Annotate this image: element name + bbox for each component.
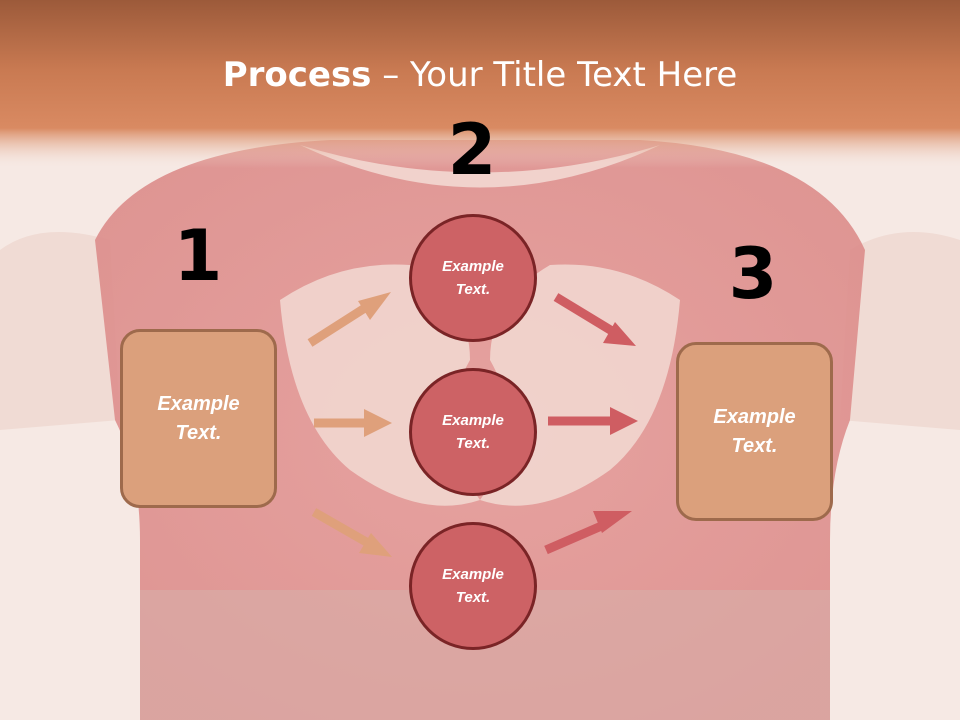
title-bold: Process — [222, 55, 372, 95]
arrow-left-lower — [311, 508, 392, 557]
arrow-left-middle — [314, 409, 392, 437]
step-number-2: 2 — [447, 109, 497, 191]
slide-title: Process – Your Title Text Here — [0, 50, 960, 100]
arrow-right-upper — [553, 293, 636, 346]
arrow-left-upper — [307, 292, 391, 347]
step-number-1: 1 — [173, 215, 223, 297]
step-number-3: 3 — [728, 233, 778, 315]
arrow-right-middle — [548, 407, 638, 435]
title-rest: – Your Title Text Here — [371, 55, 738, 95]
arrow-right-lower — [544, 511, 632, 555]
